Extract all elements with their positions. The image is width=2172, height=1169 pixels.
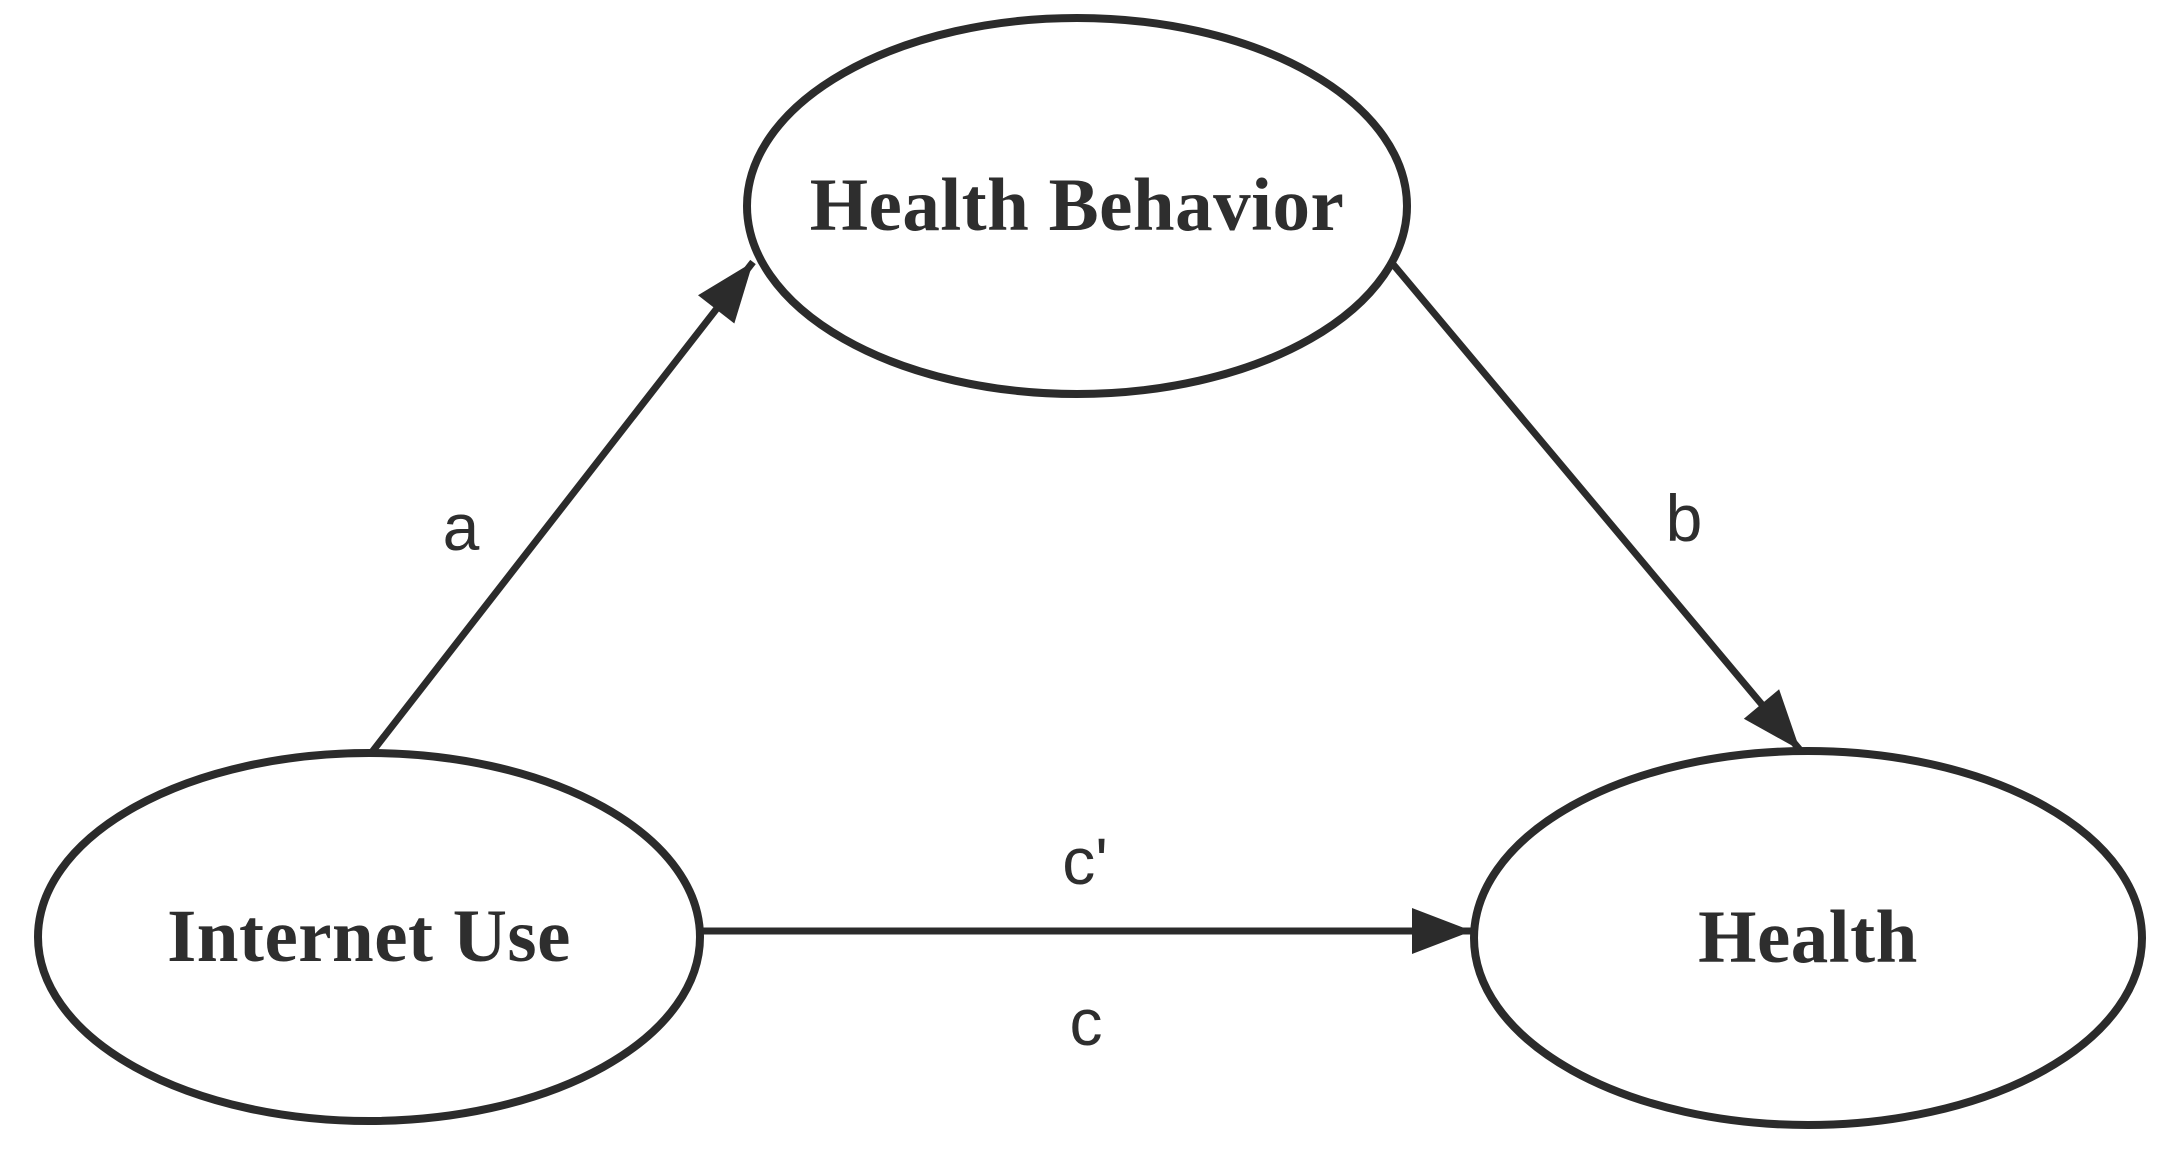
path-label-c-prime: c' [1062, 824, 1108, 898]
path-label-c: c [1069, 985, 1103, 1059]
health-behavior-node-ellipse [743, 14, 1411, 398]
node-label-internet-use: Internet Use [167, 895, 571, 978]
node-label-health-behavior: Health Behavior [809, 164, 1345, 247]
node-label-health: Health [1698, 896, 1918, 979]
path-label-a: a [442, 490, 480, 564]
health-node-ellipse [1470, 747, 2146, 1129]
path-b-arrow [1389, 260, 1803, 753]
path-label-b: b [1665, 481, 1703, 555]
internet-use-node-ellipse [34, 749, 704, 1125]
path-a-arrow [369, 259, 756, 755]
